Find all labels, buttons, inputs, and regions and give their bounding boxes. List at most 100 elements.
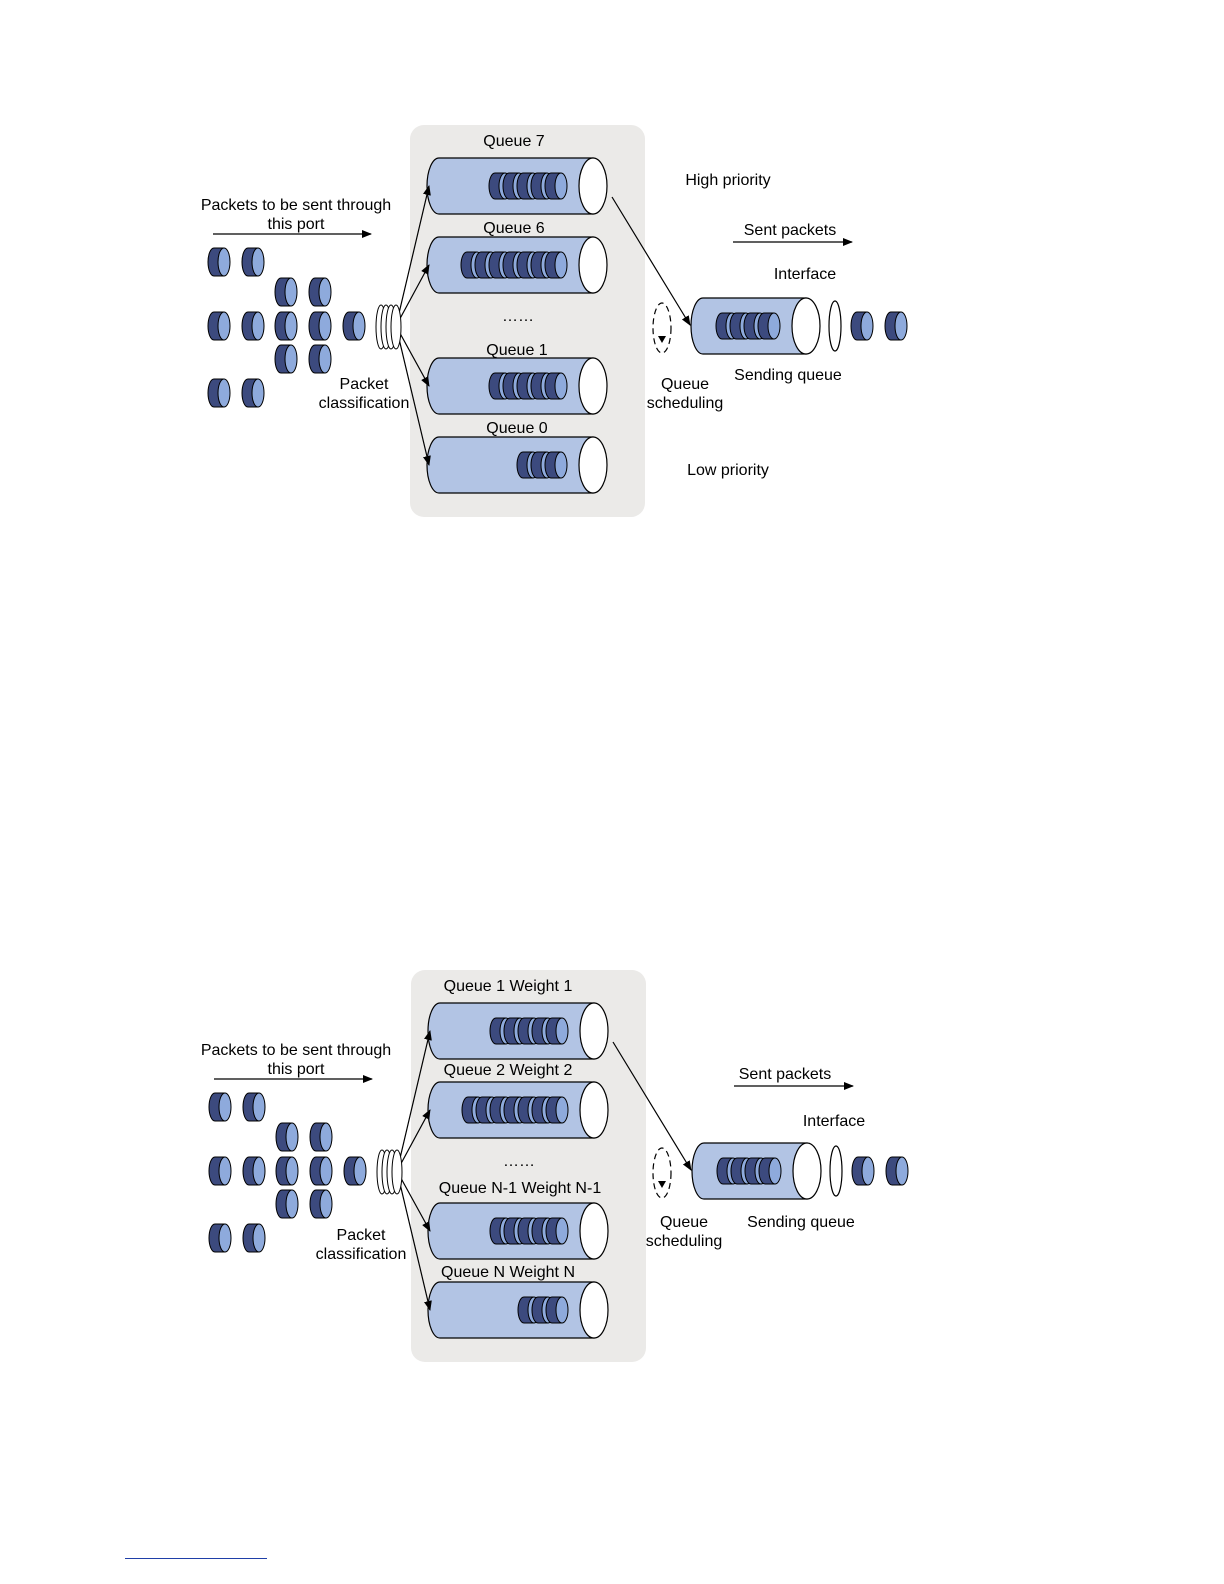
packet-icon [208, 1156, 232, 1186]
interface-ring [829, 1145, 843, 1197]
queue-cylinder [426, 236, 608, 294]
incoming-packets [207, 247, 366, 408]
sending-queue-icon [690, 297, 908, 355]
packet-icon [758, 1157, 782, 1185]
diagram-2-svg: Packets to be sent through this port Pac… [201, 970, 909, 1362]
priority-queuing-diagram: Packets to be sent through this port Pac… [0, 0, 1224, 560]
packet-icon [545, 1017, 569, 1045]
sent-packets-label: Sent packets [744, 222, 837, 239]
classifier-icon [375, 304, 402, 350]
queue-label: Queue N Weight N [441, 1264, 575, 1281]
packet-icon [208, 1092, 232, 1122]
input-label-line2: this port [268, 216, 325, 233]
packet-icon [242, 1092, 266, 1122]
classifier-icon [376, 1149, 403, 1195]
queue-cylinder [426, 157, 608, 215]
packet-icon [275, 1189, 299, 1219]
scheduling-arrow [611, 196, 691, 326]
loop-arrowhead [658, 336, 666, 343]
scheduling-icon [652, 302, 672, 354]
input-label-line2: this port [268, 1061, 325, 1078]
packet-icon [545, 1296, 569, 1324]
queue-label: Queue 1 Weight 1 [444, 978, 573, 995]
packet-icon [274, 277, 298, 307]
packet-icon [242, 1156, 266, 1186]
queue-cylinder [427, 1081, 609, 1139]
packet-icon [308, 311, 332, 341]
loop [652, 302, 672, 354]
queue-cylinder [426, 357, 608, 415]
packet-icon [309, 1189, 333, 1219]
packet-icon [544, 372, 568, 400]
interface-label: Interface [774, 266, 836, 283]
weighted-queuing-diagram: Packets to be sent through this port Pac… [0, 845, 1224, 1405]
arrow [396, 1170, 431, 1232]
scheduling-label-line1: Queue [660, 1214, 708, 1231]
packet-icon [242, 1223, 266, 1253]
classification-label-line2: classification [319, 395, 410, 412]
interface-label: Interface [803, 1113, 865, 1130]
packet-icon [342, 311, 366, 341]
queue-cylinder [426, 436, 608, 494]
low-priority-label: Low priority [687, 462, 769, 479]
queue-cylinder [427, 1202, 609, 1260]
packet-icon [343, 1156, 367, 1186]
packet-icon [308, 344, 332, 374]
input-label-line1: Packets to be sent through [201, 197, 391, 214]
scheduling-icon [652, 1147, 672, 1199]
queue-label: Queue N-1 Weight N-1 [439, 1180, 602, 1197]
arrow [396, 1030, 432, 1172]
input-label-line1: Packets to be sent through [201, 1042, 391, 1059]
packet-icon [545, 1096, 569, 1124]
queue-panel [411, 970, 646, 1362]
sending-queue-icon [691, 1142, 909, 1200]
classification-label-line1: Packet [337, 1227, 386, 1244]
packet-icon [308, 277, 332, 307]
packet-icon [241, 247, 265, 277]
classification-label-line1: Packet [340, 376, 389, 393]
packet-icon [545, 1217, 569, 1245]
sent-packets-label: Sent packets [739, 1066, 832, 1083]
packet-icon [208, 1223, 232, 1253]
packet-icon [884, 311, 908, 341]
packet-icon [241, 311, 265, 341]
scheduling-label-line1: Queue [661, 376, 709, 393]
scheduling-label-line2: scheduling [647, 395, 724, 412]
high-priority-label: High priority [685, 172, 770, 189]
packet-icon [274, 344, 298, 374]
packet-icon [207, 247, 231, 277]
interface-ring [828, 300, 842, 352]
packet-icon [757, 312, 781, 340]
loop-arrowhead [658, 1181, 666, 1188]
packet-icon [885, 1156, 909, 1186]
arrow [395, 325, 431, 466]
diagram-1-svg: Packets to be sent through this port Pac… [201, 125, 908, 517]
queue-cylinder [690, 297, 821, 355]
packet-icon [241, 378, 265, 408]
scheduling-arrow [612, 1041, 692, 1171]
packet-icon [851, 1156, 875, 1186]
arrow [395, 185, 431, 327]
queue-ellipsis: …… [502, 308, 534, 325]
incoming-packets [208, 1092, 367, 1253]
queue-label: Queue 7 [483, 133, 544, 150]
arrow [396, 1170, 432, 1311]
loop [652, 1147, 672, 1199]
sending-queue-label: Sending queue [747, 1214, 855, 1231]
queue-panel [410, 125, 645, 517]
arrow [395, 325, 430, 387]
coil-ring [390, 304, 402, 350]
classification-label-line2: classification [316, 1246, 407, 1263]
queue-ellipsis: …… [503, 1153, 535, 1170]
queue-cylinder [427, 1281, 609, 1339]
queue-label: Queue 6 [483, 220, 544, 237]
packet-icon [275, 1156, 299, 1186]
scheduling-label-line2: scheduling [646, 1233, 723, 1250]
queue-label: Queue 2 Weight 2 [444, 1062, 573, 1079]
packet-icon [207, 311, 231, 341]
queue-label: Queue 1 [486, 342, 547, 359]
queues [427, 1002, 609, 1339]
packet-icon [309, 1122, 333, 1152]
queue-cylinder [691, 1142, 822, 1200]
footer-rule [125, 1558, 267, 1559]
